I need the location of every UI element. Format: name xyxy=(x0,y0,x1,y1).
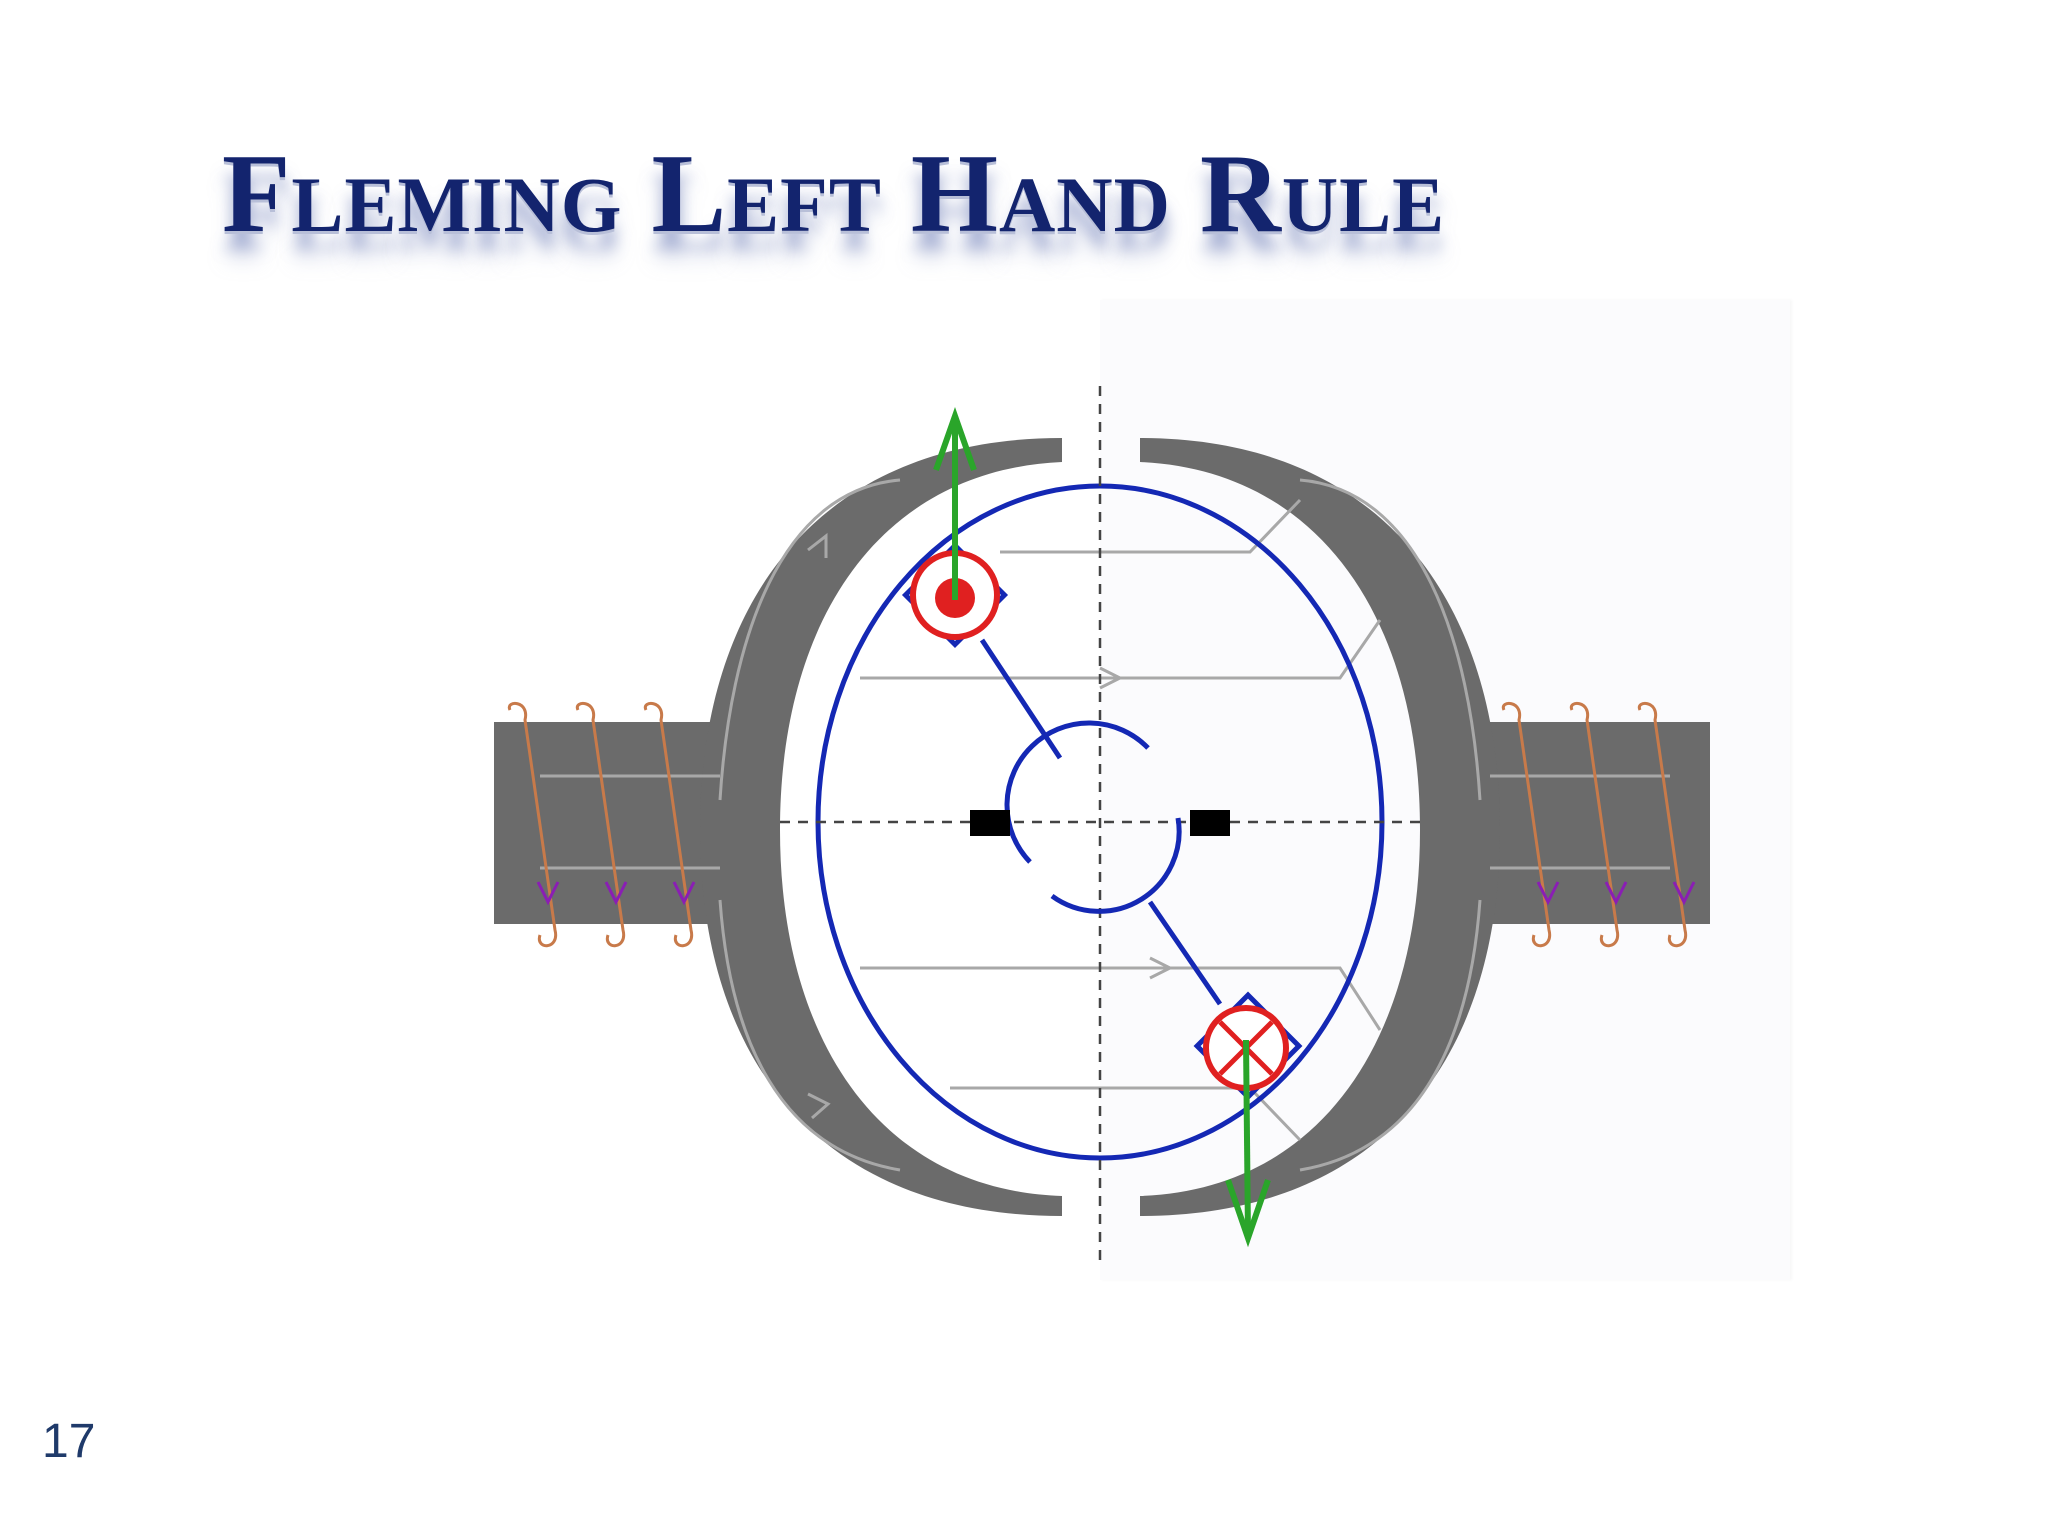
left-brush xyxy=(970,810,1010,836)
flux-arrow-2 xyxy=(1149,956,1174,980)
flux-line-upper xyxy=(860,619,1382,680)
left-pole-shoe xyxy=(700,438,1062,1216)
right-brush xyxy=(1190,810,1230,836)
left-coil-turn-3 xyxy=(643,701,694,948)
slide-number: 17 xyxy=(42,1415,96,1468)
field-yoke xyxy=(494,438,1710,1216)
right-pole-shoe xyxy=(1140,438,1500,1216)
right-coil-arrow-3 xyxy=(1672,881,1696,906)
flux-line-top xyxy=(1000,498,1302,554)
conductor-link-top xyxy=(979,638,1063,760)
force-arrow-down xyxy=(1243,1039,1251,1237)
left-coil-arrow-3 xyxy=(672,881,696,906)
left-coil-turn-1 xyxy=(507,701,558,948)
commutator-segment-2 xyxy=(1050,817,1182,914)
slide-title: Fleming Left Hand Rule xyxy=(222,132,1446,256)
right-coil-arrow-1 xyxy=(1536,881,1560,906)
flux-line-right-shoe-lower xyxy=(1299,899,1482,1172)
right-coil-turn-2 xyxy=(1569,701,1620,948)
right-coil-turn-1 xyxy=(1501,701,1552,948)
flux-lines xyxy=(540,478,1670,1172)
force-arrow-up-head xyxy=(933,406,977,471)
right-pole-arm xyxy=(1490,722,1710,924)
flux-arrow-1 xyxy=(1099,666,1124,690)
field-coils xyxy=(507,701,1688,948)
flux-arrow-4 xyxy=(807,1092,831,1120)
flux-line-left-shoe-outer xyxy=(718,478,901,801)
force-arrows xyxy=(933,406,1271,1248)
commutator-segment-1 xyxy=(1004,720,1150,864)
left-coil-turn-2 xyxy=(575,701,626,948)
flux-line-left-shoe-lower xyxy=(718,899,901,1172)
flux-arrow-3 xyxy=(807,532,828,558)
force-arrow-down-head xyxy=(1225,1179,1271,1248)
conductor-link-bottom xyxy=(1147,900,1223,1006)
commutator xyxy=(1004,720,1182,914)
left-coil-arrow-2 xyxy=(604,881,628,906)
axis-lines xyxy=(780,386,1420,1260)
right-coil-turn-3 xyxy=(1637,701,1688,948)
flux-line-lower xyxy=(860,966,1382,1031)
coil-current-arrows xyxy=(536,881,1696,906)
left-coil-arrow-1 xyxy=(536,881,560,906)
right-coil-arrow-2 xyxy=(1604,881,1628,906)
flux-line-right-shoe-outer xyxy=(1299,478,1482,801)
